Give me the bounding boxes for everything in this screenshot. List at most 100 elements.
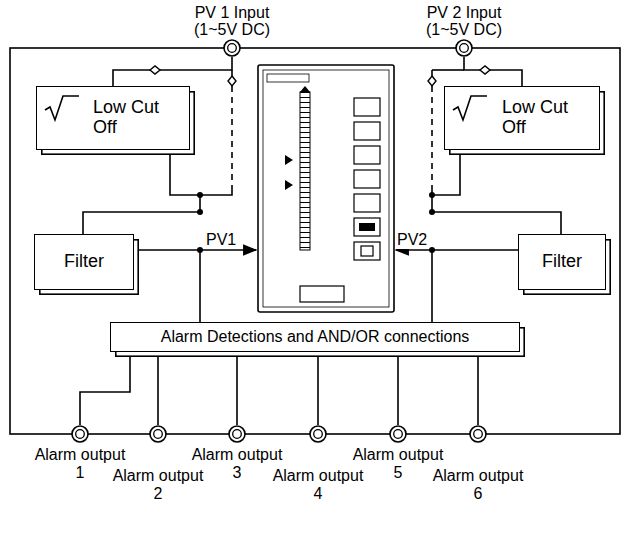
- junction-dot: [429, 209, 435, 215]
- signal-name: PV2: [396, 231, 428, 249]
- terminal-ring: [470, 426, 486, 442]
- key-button: [354, 194, 380, 212]
- bypass-wire: [200, 186, 232, 195]
- process-box: Filter: [518, 234, 606, 290]
- square-root-symbol: [43, 93, 81, 123]
- switch-contact: [480, 66, 490, 74]
- terminal-symbol: [468, 425, 488, 443]
- pv-arrow: [396, 249, 432, 251]
- set-pointer: [285, 155, 293, 165]
- output-terminal: Alarm output 2: [110, 425, 206, 502]
- input-terminal: PV 1 Input (1~5V DC): [172, 4, 292, 57]
- signal-wire: [134, 250, 200, 322]
- node-label: Alarm Detections and AND/OR connections: [161, 328, 470, 346]
- signal-name: PV1: [205, 231, 237, 249]
- output-terminal: Alarm output 6: [430, 425, 526, 502]
- signal-wire: [432, 150, 561, 234]
- indicator-housing: [258, 65, 394, 312]
- terminal-ring: [310, 426, 326, 442]
- output-terminal: Alarm output 4: [270, 425, 366, 502]
- signal-wire: [157, 352, 159, 425]
- low-cut-box: Low Cut Off: [36, 86, 190, 150]
- signal-wire: [80, 352, 130, 425]
- signal-wire: [432, 250, 518, 322]
- key-buttons: [354, 98, 380, 260]
- node-label: Alarm output 3: [189, 446, 285, 481]
- terminal-ring: [390, 426, 406, 442]
- terminal-symbol: [308, 425, 328, 443]
- signal-wire: [397, 352, 399, 425]
- node-label: Low Cut Off: [93, 98, 171, 138]
- indicator-bezel: [263, 70, 389, 307]
- bar-graph-top: [300, 86, 310, 92]
- terminal-core: [474, 430, 483, 439]
- signal-wire: [477, 352, 479, 425]
- terminal-symbol: [70, 425, 90, 443]
- junction-dot: [429, 192, 435, 198]
- front-slot: [300, 286, 344, 302]
- outer-frame: [10, 48, 620, 434]
- signal-wire: [317, 352, 319, 425]
- terminal-symbol: [388, 425, 408, 443]
- key-button: [354, 170, 380, 188]
- key-button: [354, 98, 380, 116]
- terminal-symbol: [222, 39, 242, 57]
- key-icon: [361, 246, 373, 256]
- key-icon: [359, 223, 375, 231]
- node-label: Filter: [64, 252, 104, 272]
- low-cut-box: Low Cut Off: [444, 86, 600, 150]
- terminal-core: [314, 430, 323, 439]
- terminal-symbol: [148, 425, 168, 443]
- bar-graph: [300, 92, 310, 250]
- square-root-stroke: [45, 96, 79, 120]
- node-label: Alarm output 5: [350, 446, 446, 481]
- junction-dot: [197, 192, 203, 198]
- process-box: Alarm Detections and AND/OR connections: [110, 322, 520, 352]
- terminal-ring: [72, 426, 88, 442]
- square-root-symbol: [451, 93, 489, 123]
- output-terminal: Alarm output 5: [350, 425, 446, 481]
- key-button: [354, 218, 380, 236]
- terminal-core: [76, 430, 85, 439]
- terminal-symbol: [454, 39, 474, 57]
- terminal-core: [228, 44, 237, 53]
- terminal-ring: [150, 426, 166, 442]
- terminal-ring: [229, 426, 245, 442]
- square-root-stroke: [453, 96, 487, 120]
- switch-contact: [428, 76, 436, 86]
- switch-contact: [150, 66, 160, 74]
- indicator-illustration: [258, 65, 394, 312]
- key-button: [354, 242, 380, 260]
- terminal-core: [233, 430, 242, 439]
- signal-wire: [464, 57, 522, 86]
- signal-wire: [113, 57, 232, 86]
- terminal-core: [460, 44, 469, 53]
- node-label: Alarm output 6: [430, 467, 526, 502]
- switch-contact: [228, 76, 236, 86]
- key-button: [354, 146, 380, 164]
- bypass-dashed: [431, 86, 433, 186]
- terminal-symbol: [227, 425, 247, 443]
- node-label: Alarm output 4: [270, 467, 366, 502]
- set-pointer: [285, 180, 293, 190]
- bypass-dashed: [231, 86, 233, 186]
- key-button: [354, 122, 380, 140]
- node-label: PV 2 Input (1~5V DC): [404, 4, 524, 39]
- node-label: Filter: [542, 252, 582, 272]
- signal-wire: [236, 352, 238, 425]
- terminal-ring: [456, 40, 472, 56]
- process-box: Filter: [34, 234, 134, 290]
- node-label: Low Cut Off: [502, 98, 580, 138]
- bypass-wire: [432, 69, 464, 71]
- terminal-core: [394, 430, 403, 439]
- signal-wire: [83, 150, 200, 234]
- node-label: PV 1 Input (1~5V DC): [172, 4, 292, 39]
- terminal-core: [154, 430, 163, 439]
- output-terminal: Alarm output 3: [189, 425, 285, 481]
- input-terminal: PV 2 Input (1~5V DC): [404, 4, 524, 57]
- terminal-ring: [224, 40, 240, 56]
- pv-arrow: [200, 249, 256, 251]
- junction-dot: [197, 209, 203, 215]
- model-plate: [267, 74, 309, 82]
